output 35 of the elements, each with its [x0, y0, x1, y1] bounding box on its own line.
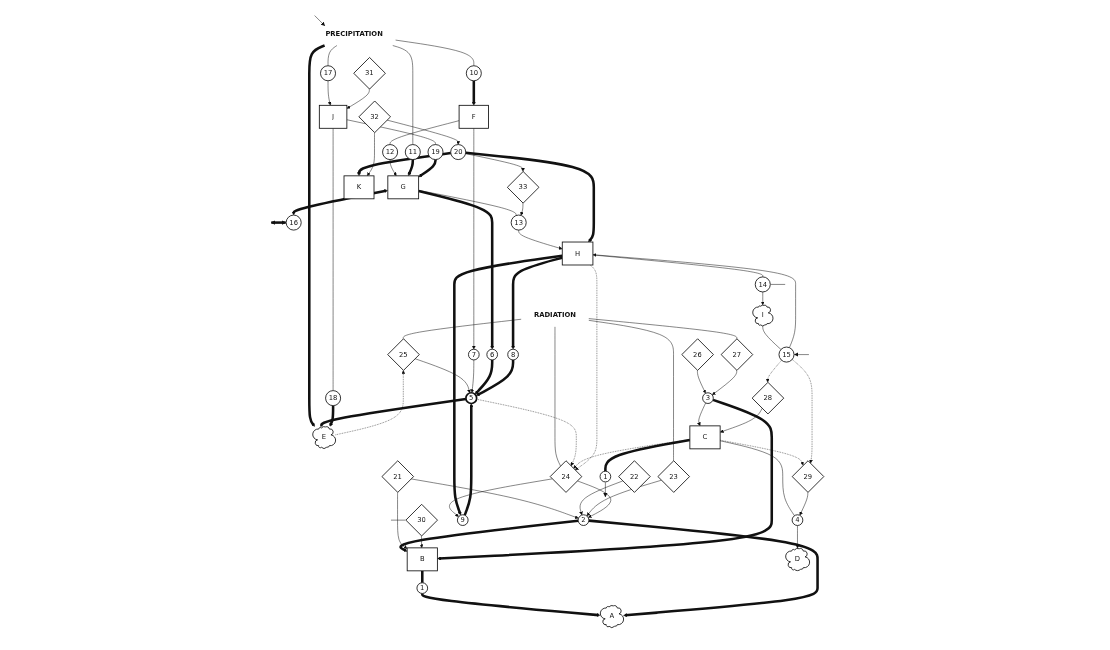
arrow — [421, 592, 601, 617]
line — [592, 254, 763, 278]
arrow — [407, 159, 415, 176]
arrow — [308, 44, 326, 427]
line — [320, 397, 467, 427]
arrow — [418, 159, 437, 178]
arrow — [475, 359, 515, 396]
arrow — [270, 220, 287, 225]
arrow — [471, 80, 476, 106]
arrow — [474, 359, 494, 395]
line — [770, 284, 786, 285]
arrow — [511, 256, 563, 350]
line — [418, 190, 517, 216]
line — [403, 319, 522, 339]
arrow — [399, 519, 579, 552]
line — [327, 45, 338, 66]
line — [332, 128, 334, 391]
line — [390, 519, 406, 521]
arrow — [588, 519, 819, 617]
arrow — [418, 189, 495, 350]
line — [588, 320, 674, 461]
arrow — [453, 254, 563, 516]
line — [421, 570, 424, 584]
arrow — [329, 405, 335, 427]
line — [604, 438, 691, 472]
arrow — [465, 151, 596, 243]
line — [395, 39, 475, 66]
line — [719, 440, 795, 516]
arrow — [357, 151, 451, 176]
line — [392, 45, 414, 145]
line — [554, 326, 561, 467]
arrow — [437, 398, 774, 561]
arrow — [463, 403, 474, 516]
line — [588, 318, 737, 339]
line — [762, 325, 782, 350]
